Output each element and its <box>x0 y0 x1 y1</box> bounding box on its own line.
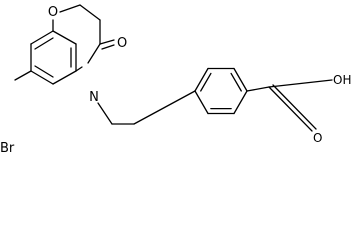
chemical-structure: O O N Br OH O <box>0 4 351 155</box>
acid-co-bond <box>268 86 313 132</box>
aromatic-bond <box>194 90 209 115</box>
ring-bond <box>30 70 54 85</box>
ring-oxygen-label: O <box>48 5 58 20</box>
aromatic-bond <box>233 67 248 92</box>
linker-bond <box>97 102 113 125</box>
bromine-bond <box>14 70 32 81</box>
aromatic-bond <box>194 67 209 92</box>
ring-bond <box>52 30 77 45</box>
ring-bond <box>79 4 101 21</box>
bromine-label: Br <box>0 141 15 155</box>
carbonyl-oxygen-label: O <box>117 36 127 51</box>
acid-hydroxyl-label: OH <box>333 73 351 87</box>
aromatic-bond <box>233 90 248 115</box>
ring-bond <box>59 4 81 13</box>
carbonyl-double-bond <box>101 44 115 50</box>
ring-double-bond <box>34 65 54 78</box>
acid-co-double-bond <box>272 84 317 130</box>
aromatic-double-bond <box>230 72 242 92</box>
aromatic-double-bond <box>200 72 212 92</box>
acid-oh-bond <box>268 79 333 88</box>
ring-bond <box>52 70 77 85</box>
acid-carbonyl-oxygen-label: O <box>313 131 322 145</box>
ring-bond <box>75 66 83 72</box>
ring-nitrogen-label: N <box>89 90 99 105</box>
acid-bond <box>246 86 270 92</box>
ring-bond <box>87 43 101 64</box>
linker-bond <box>133 90 196 125</box>
ring-double-bond <box>34 37 54 50</box>
carbonyl-bond <box>99 39 115 45</box>
ring-bond <box>30 30 54 45</box>
